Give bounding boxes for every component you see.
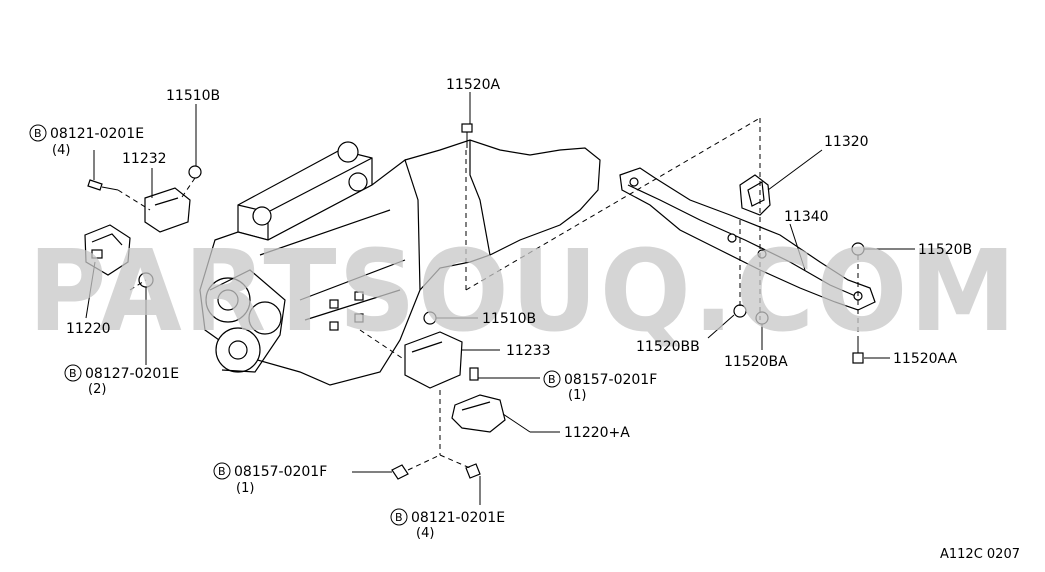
label-11520b: 11520B (918, 242, 972, 258)
bolt-symbol-icon (213, 462, 231, 480)
bolt-symbol-icon (29, 124, 47, 142)
label-11233: 11233 (506, 343, 551, 359)
left-mount-11220 (84, 224, 131, 276)
label-11320: 11320 (824, 134, 869, 150)
bolt-code: 08121-0201E (50, 126, 144, 142)
bracket-11232 (144, 187, 191, 233)
bolt-symbol-letter: B (69, 367, 77, 380)
bolt-code: 08121-0201E (411, 510, 505, 526)
label-11220-a: 11220+A (564, 425, 630, 441)
bolt-symbol-icon (64, 364, 82, 382)
bolt-qty: (1) (236, 481, 254, 496)
watermark-text: PARTSOUQ.COM (28, 227, 1018, 357)
bolt-symbol-icon (543, 370, 561, 388)
label-11510b-mid: 11510B (482, 311, 536, 327)
bolt-callout-5: B 08121-0201E (4) (390, 508, 505, 541)
label-11510b-top: 11510B (166, 88, 220, 104)
bolt-code: 08157-0201F (564, 372, 657, 388)
label-11520bb: 11520BB (636, 339, 700, 355)
label-11520a: 11520A (446, 77, 501, 93)
bolt-qty: (2) (88, 382, 106, 397)
bolt-callout-1: B 08121-0201E (4) (29, 124, 144, 158)
hardware-parts (87, 123, 865, 480)
bolt-symbol-icon (390, 508, 408, 526)
diagram-code: A112C 0207 (940, 547, 1020, 562)
bolt-qty: (4) (52, 143, 70, 158)
label-11220: 11220 (66, 321, 111, 337)
crossmember-11340 (619, 167, 876, 311)
label-11232: 11232 (122, 151, 167, 167)
bracket-11233 (404, 331, 463, 389)
bolt-callout-2: B 08127-0201E (2) (64, 364, 179, 397)
leader-lines (85, 92, 915, 505)
mount-11220-a (451, 394, 506, 433)
bolt-symbol-letter: B (395, 511, 403, 524)
bolt-qty: (1) (568, 388, 586, 403)
bolt-symbol-letter: B (34, 127, 42, 140)
label-11340: 11340 (784, 209, 829, 225)
label-11520aa: 11520AA (893, 351, 958, 367)
bolt-qty: (4) (416, 526, 434, 541)
bolt-callout-4: B 08157-0201F (1) (213, 462, 327, 496)
bolt-symbol-letter: B (548, 373, 556, 386)
assembly-lines (117, 117, 859, 471)
bolt-symbol-letter: B (218, 465, 226, 478)
engine-assembly (199, 139, 601, 386)
bolt-callout-3: B 08157-0201F (1) (543, 370, 657, 403)
label-11520ba: 11520BA (724, 354, 788, 370)
bolt-code: 08157-0201F (234, 464, 327, 480)
bolt-code: 08127-0201E (85, 366, 179, 382)
rear-mount-11320 (739, 174, 771, 216)
